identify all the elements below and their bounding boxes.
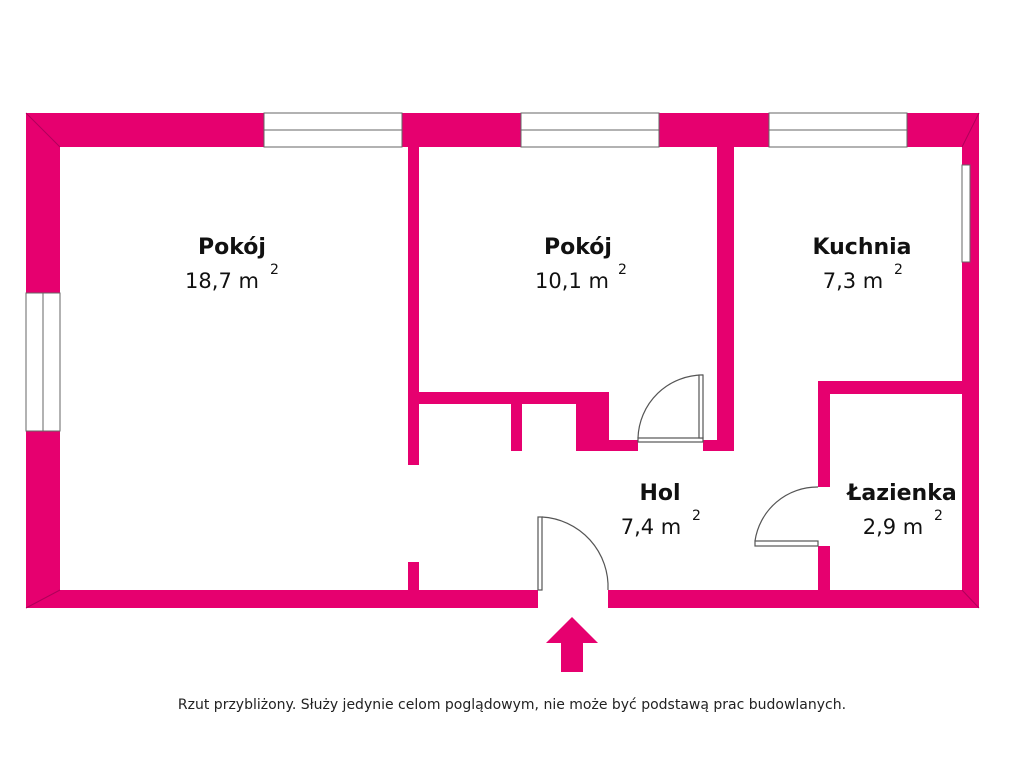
room-label-room-2: Pokój 10,1 m 2 [535,235,627,293]
entrance-door-leaf [537,516,543,591]
room-name: Pokój [544,235,612,260]
room-area-sup: 2 [894,262,903,278]
door-room2-leaf [637,437,704,443]
bathroom-door-leaf [754,540,819,547]
room-area-sup: 2 [692,508,701,524]
wall-living-room-lower [408,562,419,590]
wall-bathroom-upper [818,381,830,487]
room-area: 7,4 m [621,515,682,539]
room-area: 10,1 m [535,269,609,293]
room-label-hall: Hol 7,4 m 2 [621,481,701,539]
windows [25,112,971,432]
corner-joints [25,112,980,609]
room-label-kitchen: Kuchnia 7,3 m 2 [812,235,911,293]
room-area-sup: 2 [270,262,279,278]
wall-living-room-upper [408,147,419,465]
closet-wall-1 [511,404,522,451]
room-name: Pokój [198,235,266,260]
room-name: Łazienka [846,481,956,506]
entrance-door-swing [541,516,609,591]
closet-wall-2 [576,392,609,451]
bottom-wall-left [26,590,538,608]
walls [26,113,979,608]
room-area: 2,9 m [863,515,924,539]
room-area: 18,7 m [185,269,259,293]
disclaimer: Rzut przybliżony. Służy jedynie celom po… [177,697,847,713]
room-label-bathroom: Łazienka 2,9 m 2 [846,481,956,539]
window-5 [961,164,971,263]
wall-kitchen-left [717,147,734,451]
room-area-sup: 2 [934,508,943,524]
room-name: Kuchnia [812,235,911,260]
room-label-living-room: Pokój 18,7 m 2 [185,235,279,293]
wall-bathroom-top [818,381,962,394]
doors [537,374,819,591]
door-room2-swing [637,374,704,439]
room-name: Hol [639,481,680,506]
wall-bathroom-lower [818,546,830,590]
bathroom-door-swing [754,486,819,542]
room-area-sup: 2 [618,262,627,278]
wall-room2-bottom [419,392,609,404]
door-jamb-left [609,440,638,451]
arrow-up-icon [546,617,598,672]
bottom-wall-right [608,590,979,608]
room-area: 7,3 m [823,269,884,293]
